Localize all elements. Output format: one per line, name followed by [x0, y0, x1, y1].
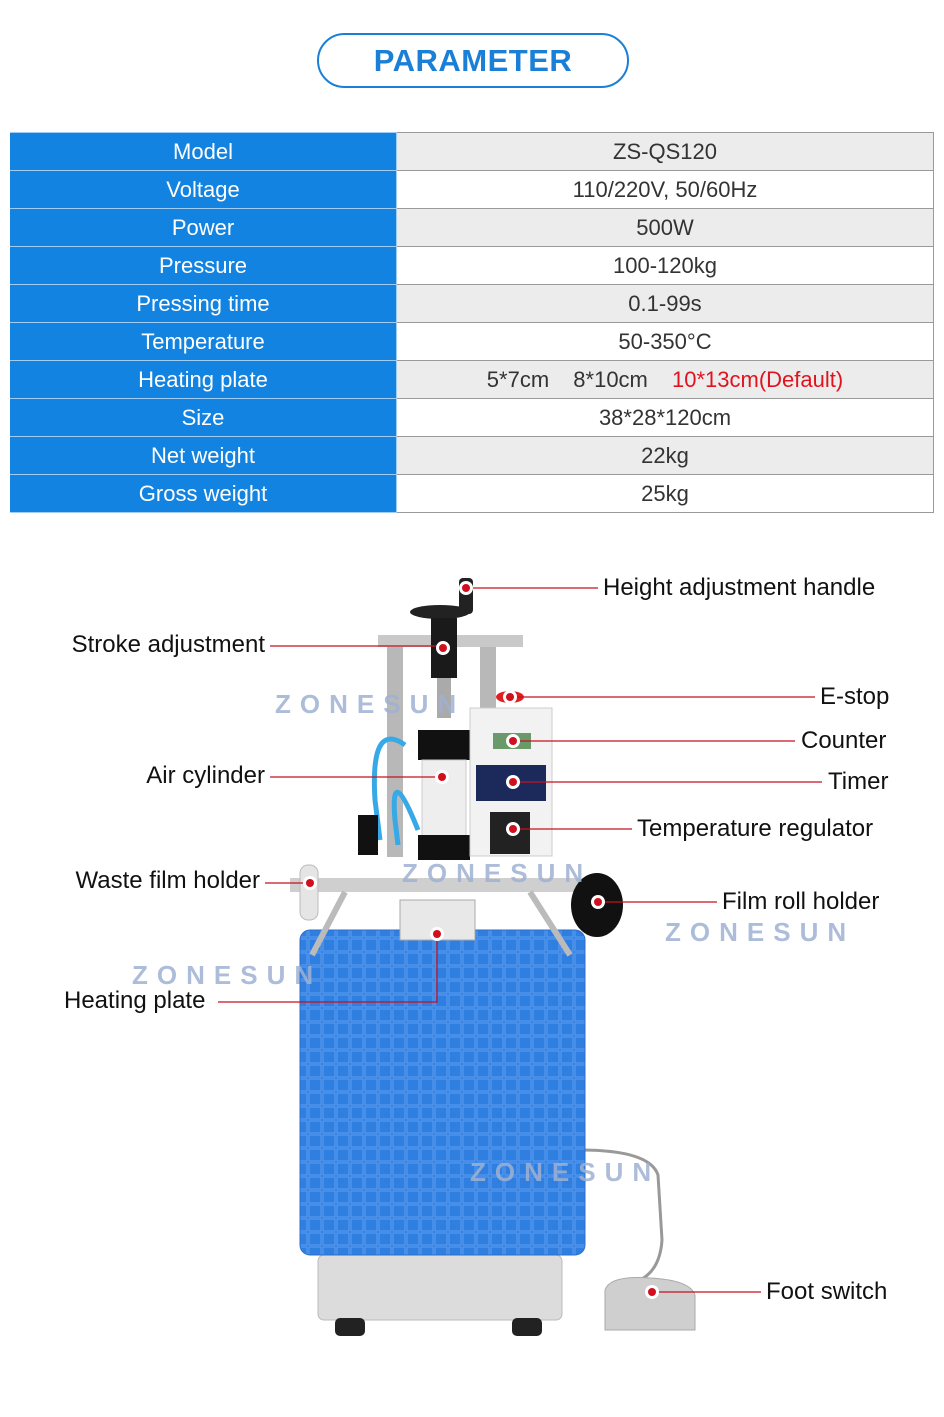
- spec-value: 25kg: [396, 474, 934, 513]
- spec-label: Temperature: [10, 322, 397, 361]
- cylinder-cap: [418, 730, 470, 760]
- watermark: ZONESUN: [470, 1157, 661, 1187]
- watermark: ZONESUN: [132, 960, 323, 990]
- piston-rod: [437, 678, 451, 718]
- air-hose: [391, 790, 421, 846]
- foot: [512, 1318, 542, 1336]
- spec-label: Size: [10, 398, 397, 437]
- spec-value: 100-120kg: [396, 246, 934, 285]
- spec-label: Heating plate: [10, 360, 397, 399]
- callout-dot: [506, 775, 520, 789]
- support-arm: [309, 890, 348, 957]
- spec-value: 0.1-99s: [396, 284, 934, 323]
- foot-switch-cable: [579, 1148, 664, 1282]
- callout-lines: [218, 587, 822, 1293]
- spec-value: 50-350°C: [396, 322, 934, 361]
- callout-dot: [430, 927, 444, 941]
- label-timer: Timer: [828, 768, 889, 795]
- spec-label: Model: [10, 132, 397, 171]
- callout-line: [218, 934, 438, 1003]
- callout-dot: [506, 822, 520, 836]
- spec-label: Power: [10, 208, 397, 247]
- label-estop: E-stop: [820, 683, 890, 710]
- label-film-roll-holder: Film roll holder: [722, 888, 880, 915]
- label-foot-switch: Foot switch: [766, 1278, 888, 1305]
- watermark: ZONESUN: [402, 858, 593, 888]
- callout-dot: [303, 876, 317, 890]
- watermark: ZONESUN: [665, 917, 856, 947]
- label-waste-film-holder: Waste film holder: [75, 867, 261, 894]
- spec-label: Voltage: [10, 170, 397, 209]
- plate-option-default: 10*13cm(Default): [672, 366, 844, 392]
- callout-dot: [591, 895, 605, 909]
- spec-value: ZS-QS120: [396, 132, 934, 171]
- parameter-title: PARAMETER: [317, 33, 629, 88]
- label-air-cylinder: Air cylinder: [146, 762, 265, 789]
- handwheel: [410, 605, 470, 619]
- callout-dot: [436, 641, 450, 655]
- label-counter: Counter: [801, 727, 887, 754]
- watermark: ZONESUN: [275, 689, 466, 719]
- valve: [358, 815, 378, 855]
- blue-stand: [299, 929, 586, 1256]
- callout-dot: [645, 1285, 659, 1299]
- spec-value: 22kg: [396, 436, 934, 475]
- plate-option: 8*10cm: [573, 366, 648, 392]
- spec-label: Net weight: [10, 436, 397, 475]
- cylinder-cap: [418, 835, 470, 860]
- label-stroke-adjustment: Stroke adjustment: [71, 631, 265, 658]
- callout-dot: [503, 690, 517, 704]
- callout-dot: [506, 734, 520, 748]
- label-height-adjustment-handle: Height adjustment handle: [603, 574, 876, 601]
- plate-option: 5*7cm: [486, 366, 550, 392]
- spec-label: Pressure: [10, 246, 397, 285]
- callout-dot: [459, 581, 473, 595]
- support-arm: [527, 890, 573, 957]
- spec-value: 500W: [396, 208, 934, 247]
- waste-film-roll: [299, 864, 319, 921]
- crossbar: [290, 878, 580, 892]
- column: [387, 647, 403, 857]
- air-hose: [371, 736, 407, 841]
- foot-switch: [604, 1277, 696, 1331]
- spec-value: 38*28*120cm: [396, 398, 934, 437]
- table-row: Heating plate 5*7cm 8*10cm 10*13cm(Defau…: [10, 360, 934, 399]
- spec-label: Gross weight: [10, 474, 397, 513]
- spec-value: 110/220V, 50/60Hz: [396, 170, 934, 209]
- heating-plate: [399, 899, 476, 941]
- spec-value: 5*7cm 8*10cm 10*13cm(Default): [396, 360, 934, 399]
- spec-label: Pressing time: [10, 284, 397, 323]
- label-heating-plate: Heating plate: [64, 987, 206, 1014]
- callout-dot: [435, 770, 449, 784]
- callout-dots: [303, 581, 659, 1299]
- foot: [335, 1318, 365, 1336]
- label-temperature-regulator: Temperature regulator: [637, 815, 874, 842]
- machine-base: [317, 1254, 563, 1321]
